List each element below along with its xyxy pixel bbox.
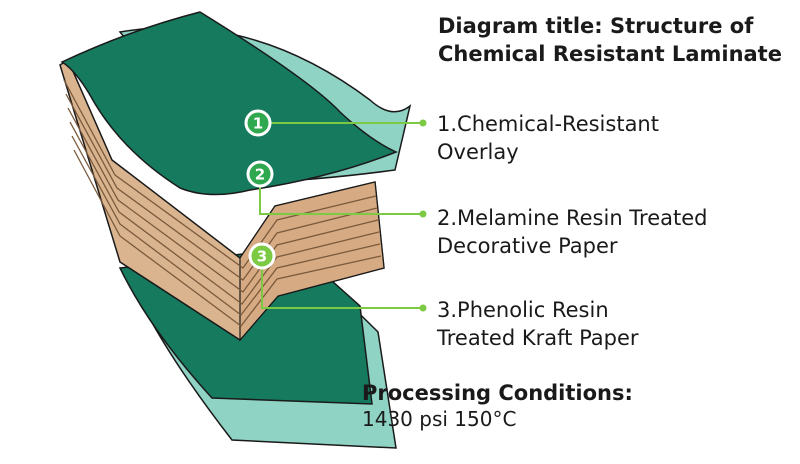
processing-conditions-title: Processing Conditions: [362,381,633,405]
layer-label-3-line-1: 3.Phenolic Resin [437,298,609,322]
leader-lines [259,122,422,309]
diagram-title-line-1: Diagram title: Structure of [438,14,754,38]
badge-1-number: 1 [253,115,263,133]
badge-1: 1 [244,109,272,137]
layer-label-1-line-1: 1.Chemical-Resistant [437,112,659,136]
badge-3: 3 [248,242,276,270]
layer-label-3: 3.Phenolic Resin Treated Kraft Paper [437,296,639,352]
diagram-title: Diagram title: Structure of Chemical Res… [438,12,782,68]
layer-label-1: 1.Chemical-Resistant Overlay [437,110,659,166]
layer-label-1-line-2: Overlay [437,140,519,164]
diagram-title-line-2: Chemical Resistant Laminate [438,42,782,66]
layer-label-2-line-2: Decorative Paper [437,234,618,258]
badge-3-number: 3 [257,248,267,266]
processing-conditions-values: 1430 psi 150°C [362,407,517,431]
layer-label-3-line-2: Treated Kraft Paper [437,326,639,350]
processing-conditions: Processing Conditions: 1430 psi 150°C [362,380,633,432]
leader-dots [419,119,427,312]
badge-2-number: 2 [255,166,265,184]
layer-label-2: 2.Melamine Resin Treated Decorative Pape… [437,204,708,260]
badge-2: 2 [246,160,274,188]
layer-label-2-line-1: 2.Melamine Resin Treated [437,206,708,230]
kraft-stack-lines [63,79,382,327]
top-green-sheet [60,11,398,196]
